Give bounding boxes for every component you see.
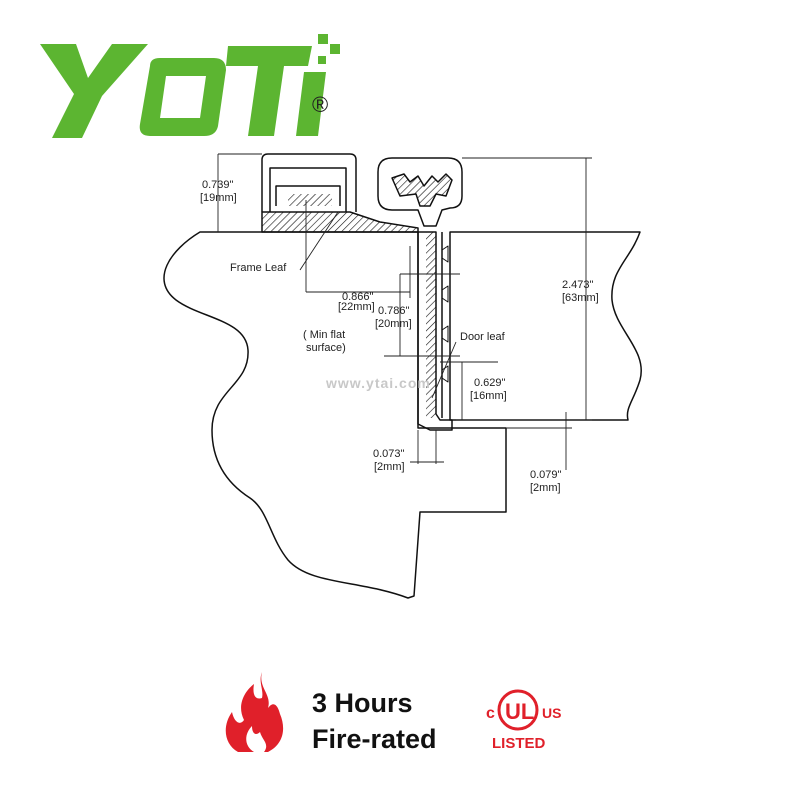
dim-0866-in: 0.866" xyxy=(342,291,374,303)
dim-0629-mm: [16mm] xyxy=(470,390,507,402)
dim-0866-mm: [22mm] xyxy=(338,301,375,313)
watermark: www.ytai.com xyxy=(325,375,431,391)
ul-mark: UL xyxy=(505,699,534,724)
brand-logo: ® xyxy=(40,34,340,138)
door-leaf-label: Door leaf xyxy=(460,331,506,343)
dim-2473-in: 2.473" xyxy=(562,279,594,291)
dim-0739-in: 0.739" xyxy=(202,179,234,191)
flame-icon xyxy=(225,672,284,752)
ul-c-label: c xyxy=(486,705,495,722)
dim-0786-in: 0.786" xyxy=(378,305,410,317)
dim-0629-in: 0.629" xyxy=(474,377,506,389)
door-cap xyxy=(377,157,463,227)
ul-circle-icon xyxy=(497,689,539,731)
fire-rating-line2: Fire-rated xyxy=(312,724,437,754)
frame-leaf-label: Frame Leaf xyxy=(230,262,287,274)
door-section xyxy=(449,231,642,421)
dim-2473-mm: [63mm] xyxy=(562,292,599,304)
dim-0079-in: 0.079" xyxy=(530,469,562,481)
yoti-logo-mark xyxy=(40,34,340,138)
min-flat-label-line1: ( Min flat xyxy=(303,329,345,341)
hinge-cross-section xyxy=(163,153,642,599)
ul-listed-label: LISTED xyxy=(492,735,546,752)
ul-listed-badge: UL c US LISTED xyxy=(486,689,561,752)
frame-leaf-strip xyxy=(261,211,419,233)
fire-rating-badge: 3 Hours Fire-rated xyxy=(225,672,437,754)
dimension-labels: 0.739" [19mm] 2.473" [63mm] Frame Leaf 0… xyxy=(200,179,599,494)
dim-0786-mm: [20mm] xyxy=(375,318,412,330)
dim-0073-in: 0.073" xyxy=(373,448,405,460)
frame-section xyxy=(163,231,507,599)
dimension-lines xyxy=(217,153,592,470)
dim-0739-mm: [19mm] xyxy=(200,192,237,204)
dim-0073-mm: [2mm] xyxy=(374,461,405,473)
frame-cap-channel xyxy=(261,153,357,212)
registered-mark: ® xyxy=(312,92,328,117)
ul-us-label: US xyxy=(542,705,561,721)
fire-rating-line1: 3 Hours xyxy=(312,688,413,718)
dim-0079-mm: [2mm] xyxy=(530,482,561,494)
min-flat-label-line2: surface) xyxy=(306,342,346,354)
